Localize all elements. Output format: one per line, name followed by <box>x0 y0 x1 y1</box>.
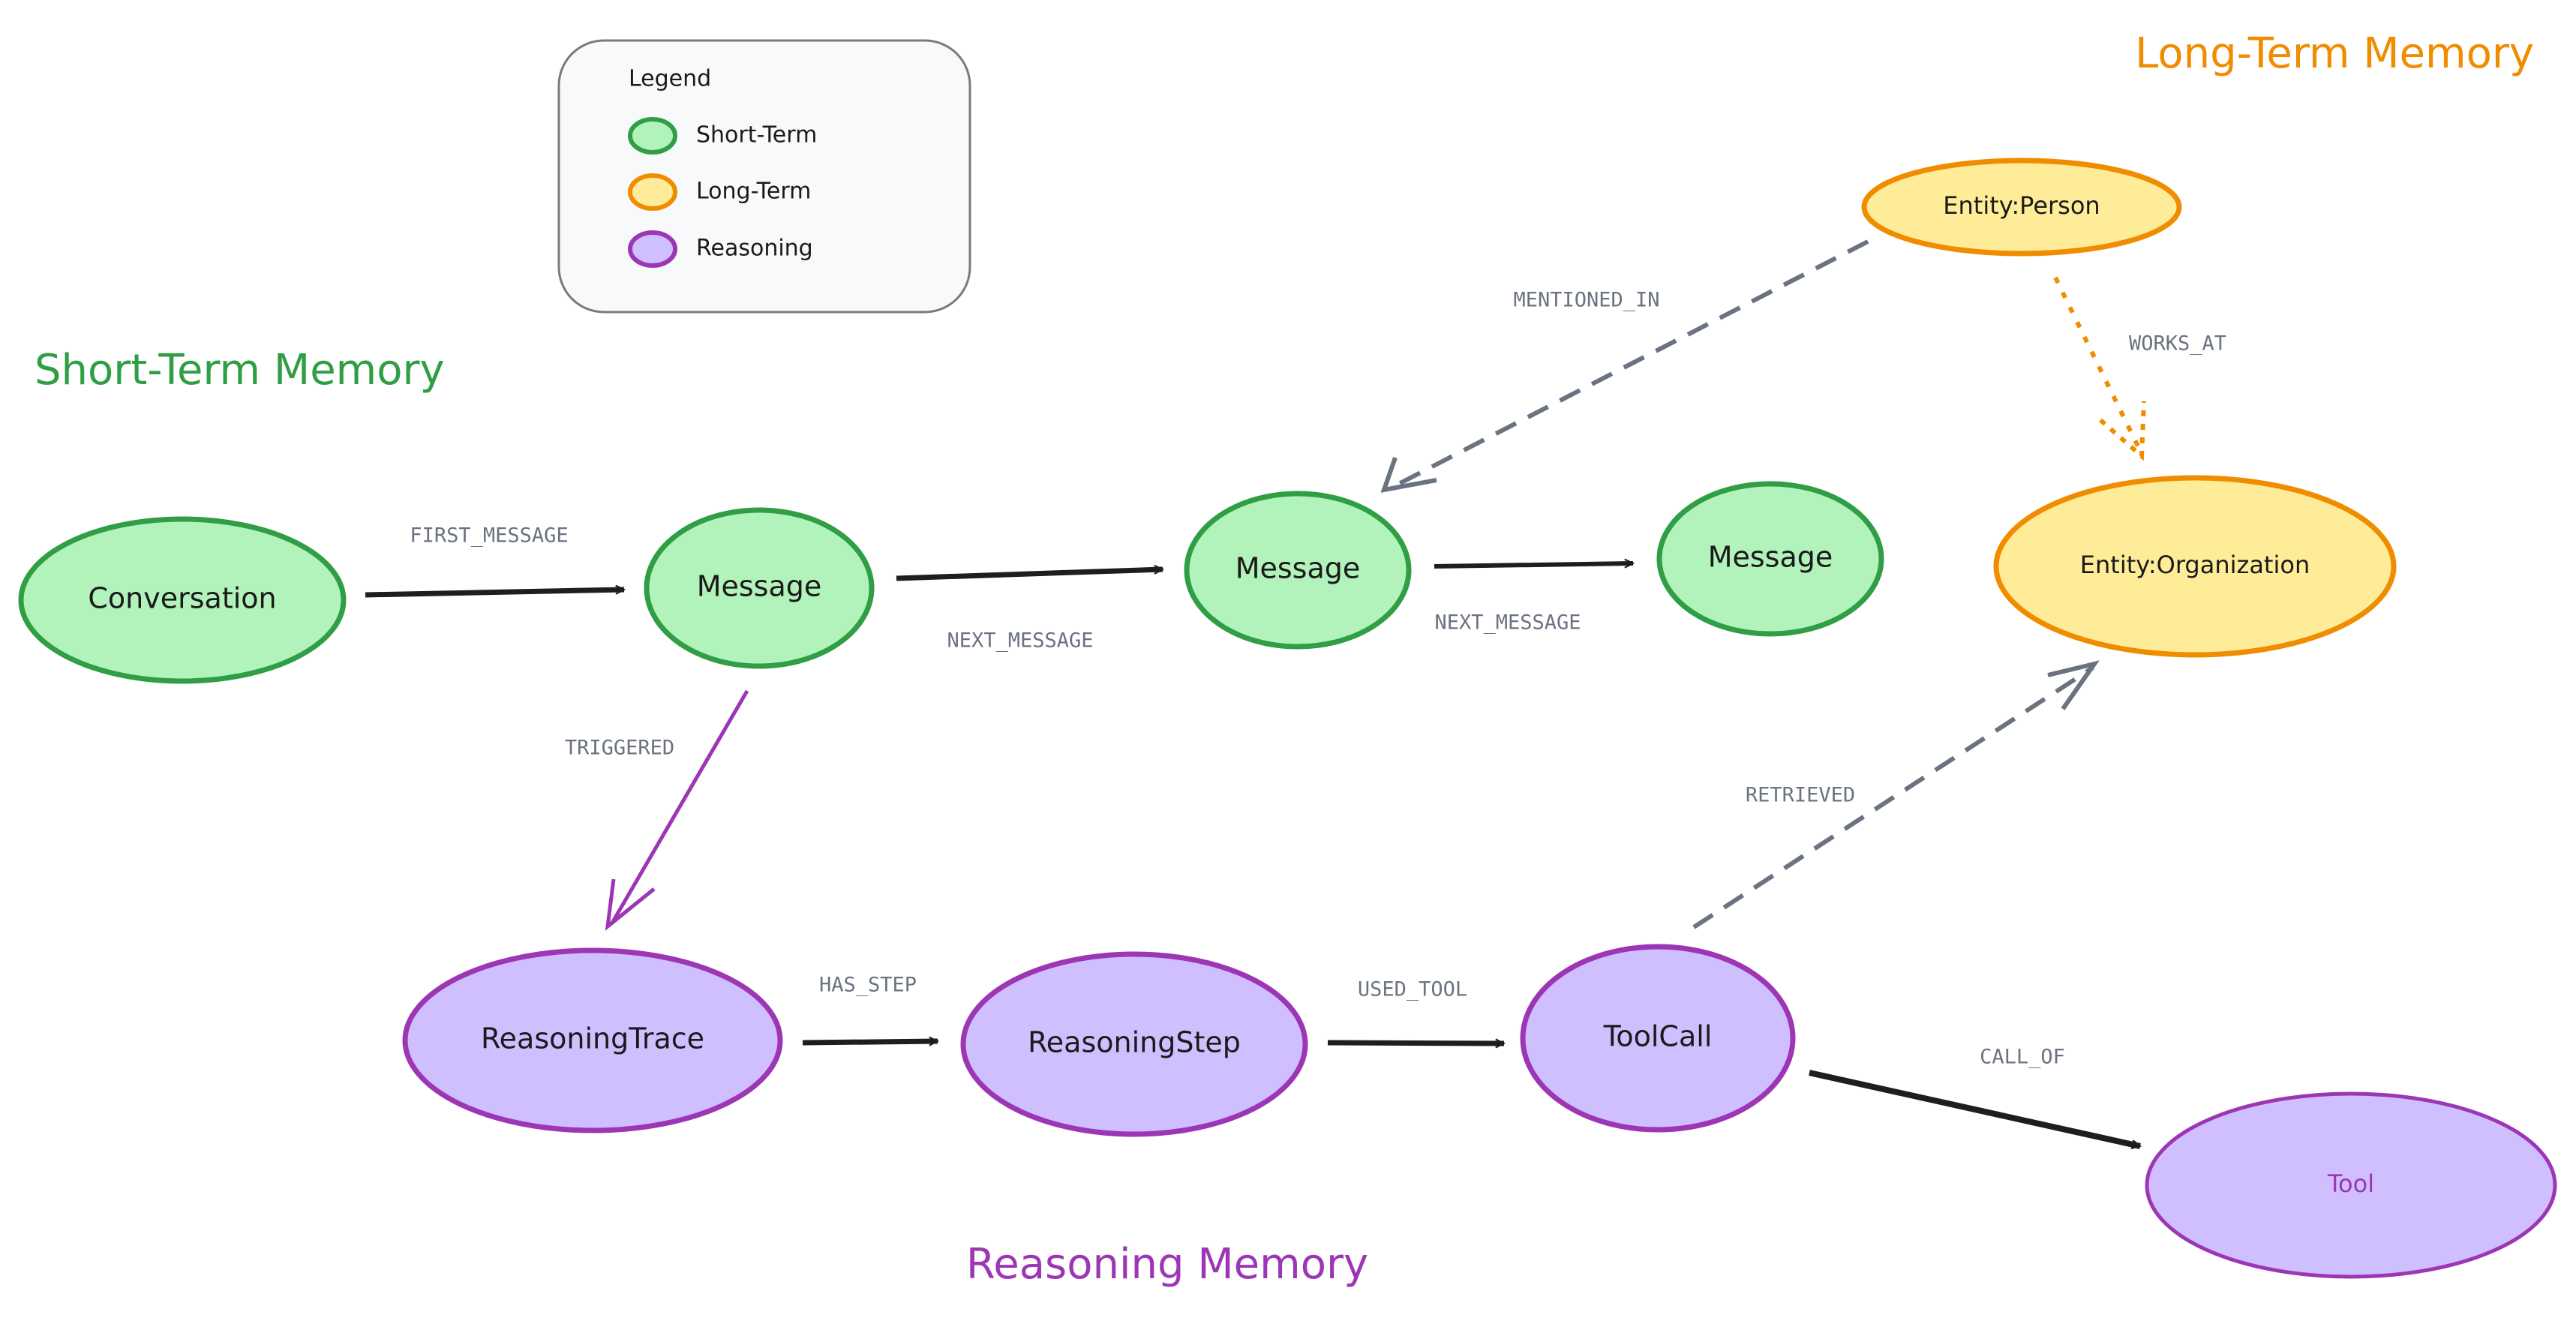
edge-next-message-2 <box>1434 563 1633 569</box>
edge-label-call-of: CALL_OF <box>1980 1046 2065 1069</box>
node-entity-organization-label: Entity:Organization <box>2080 551 2310 579</box>
legend-label-reasoning: Reasoning <box>696 236 813 262</box>
edge-label-works-at: WORKS_AT <box>2129 332 2226 356</box>
section-title-reasoning: Reasoning Memory <box>966 1240 1368 1289</box>
edge-label-mentioned-in: MENTIONED_IN <box>1513 289 1659 312</box>
edge-retrieved <box>1692 665 2094 929</box>
edges <box>365 239 2146 1146</box>
edge-next-message-1 <box>896 569 1163 581</box>
node-message-3[interactable]: Message <box>1656 481 1884 637</box>
node-entity-person-label: Entity:Person <box>1943 191 2100 220</box>
edge-mentioned-in <box>1390 239 1869 490</box>
edge-label-used-tool: USED_TOOL <box>1358 978 1467 1001</box>
node-message-2-label: Message <box>1235 552 1361 585</box>
node-entity-person[interactable]: Entity:Person <box>1861 158 2182 257</box>
legend: Legend Short-Term Long-Term Reasoning <box>557 39 971 314</box>
edge-has-step <box>802 1041 938 1043</box>
node-message-1-label: Message <box>697 570 822 603</box>
edge-call-of <box>1809 1070 2140 1146</box>
edge-label-has-step: HAS_STEP <box>819 974 917 997</box>
node-message-2[interactable]: Message <box>1184 491 1412 650</box>
edge-works-at <box>2053 276 2144 455</box>
legend-swatch-long-term <box>628 173 677 211</box>
edge-label-triggered: TRIGGERED <box>565 737 674 760</box>
node-entity-organization[interactable]: Entity:Organization <box>1993 475 2397 658</box>
edge-triggered <box>609 689 749 926</box>
edge-works-at-arrowhead <box>2099 401 2146 461</box>
node-message-3-label: Message <box>1708 541 1833 574</box>
legend-swatch-reasoning <box>628 230 677 268</box>
node-conversation[interactable]: Conversation <box>18 516 347 684</box>
edge-retrieved-arrowhead <box>2047 660 2100 710</box>
node-tool-call-label: ToolCall <box>1603 1020 1713 1053</box>
edge-label-first-message: FIRST_MESSAGE <box>410 524 568 548</box>
edge-first-message <box>365 590 624 598</box>
node-reasoning-step-label: ReasoningStep <box>1028 1026 1241 1059</box>
node-conversation-label: Conversation <box>88 582 276 615</box>
node-reasoning-step[interactable]: ReasoningStep <box>960 951 1308 1137</box>
edge-labels: FIRST_MESSAGE NEXT_MESSAGE NEXT_MESSAGE … <box>410 289 2226 1069</box>
node-tool[interactable]: Tool <box>2145 1091 2557 1279</box>
edge-label-next-message-2: NEXT_MESSAGE <box>1434 611 1581 635</box>
section-title-short-term: Short-Term Memory <box>35 346 445 395</box>
node-message-1[interactable]: Message <box>644 507 875 669</box>
node-reasoning-trace-label: ReasoningTrace <box>481 1022 704 1055</box>
edge-label-next-message-1: NEXT_MESSAGE <box>947 629 1093 653</box>
section-title-long-term: Long-Term Memory <box>2135 29 2534 78</box>
edge-triggered-arrowhead <box>605 878 656 931</box>
legend-label-long-term: Long-Term <box>696 179 811 205</box>
node-tool-label: Tool <box>2327 1169 2374 1198</box>
legend-label-short-term: Short-Term <box>696 122 817 149</box>
legend-swatch-short-term <box>628 117 677 155</box>
edge-label-retrieved: RETRIEVED <box>1746 784 1855 807</box>
node-reasoning-trace[interactable]: ReasoningTrace <box>402 947 783 1133</box>
edge-mentioned-in-arrowhead <box>1380 457 1437 493</box>
node-tool-call[interactable]: ToolCall <box>1520 944 1796 1133</box>
legend-title: Legend <box>629 66 711 92</box>
